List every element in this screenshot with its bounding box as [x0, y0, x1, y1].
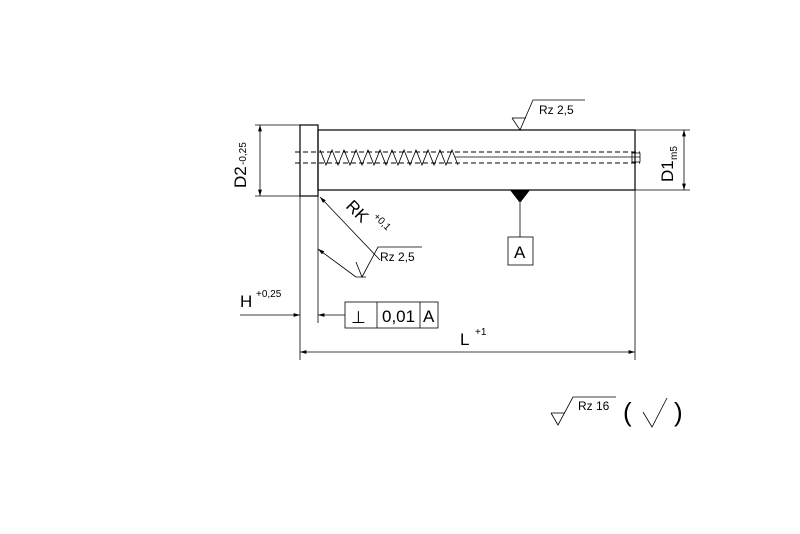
surface-finish-general-symbol	[550, 396, 668, 428]
h-label: H	[240, 292, 252, 311]
surface-finish-head-label: Rz 2,5	[380, 250, 415, 264]
inner-bore	[295, 151, 641, 164]
surface-finish-general-label: Rz 16	[578, 399, 610, 413]
l-dimension	[300, 190, 636, 360]
d2-label: D2	[231, 166, 250, 188]
rk-tolerance: +0,1	[371, 211, 393, 233]
surface-finish-top-label: Rz 2,5	[539, 103, 574, 117]
rk-leader	[319, 196, 381, 261]
bracket-open: (	[623, 397, 632, 427]
d1-dimension	[635, 129, 690, 191]
perpendicularity-symbol: ⊥	[351, 308, 366, 327]
h-tolerance: +0,25	[256, 289, 282, 300]
datum-a-symbol	[507, 190, 534, 266]
d2-dimension	[255, 124, 300, 197]
surface-finish-top-symbol	[511, 99, 585, 131]
surface-finish-head-symbol	[317, 246, 422, 278]
perpendicularity-frame	[344, 301, 439, 329]
rk-label: RK	[342, 196, 373, 227]
d2-tolerance: -0,25	[238, 142, 249, 165]
spring	[319, 148, 459, 167]
d1-label: D1	[658, 160, 677, 182]
l-tolerance: +1	[475, 327, 487, 338]
pin-shaft	[317, 129, 636, 191]
pin-head	[299, 124, 319, 197]
bracket-close: )	[674, 397, 683, 427]
perpendicularity-datum: A	[423, 307, 435, 326]
l-label: L	[460, 330, 469, 349]
d1-tolerance: m5	[669, 146, 680, 160]
perpendicularity-value: 0,01	[382, 307, 415, 326]
datum-a-label: A	[514, 243, 526, 262]
h-dimension	[240, 196, 345, 360]
